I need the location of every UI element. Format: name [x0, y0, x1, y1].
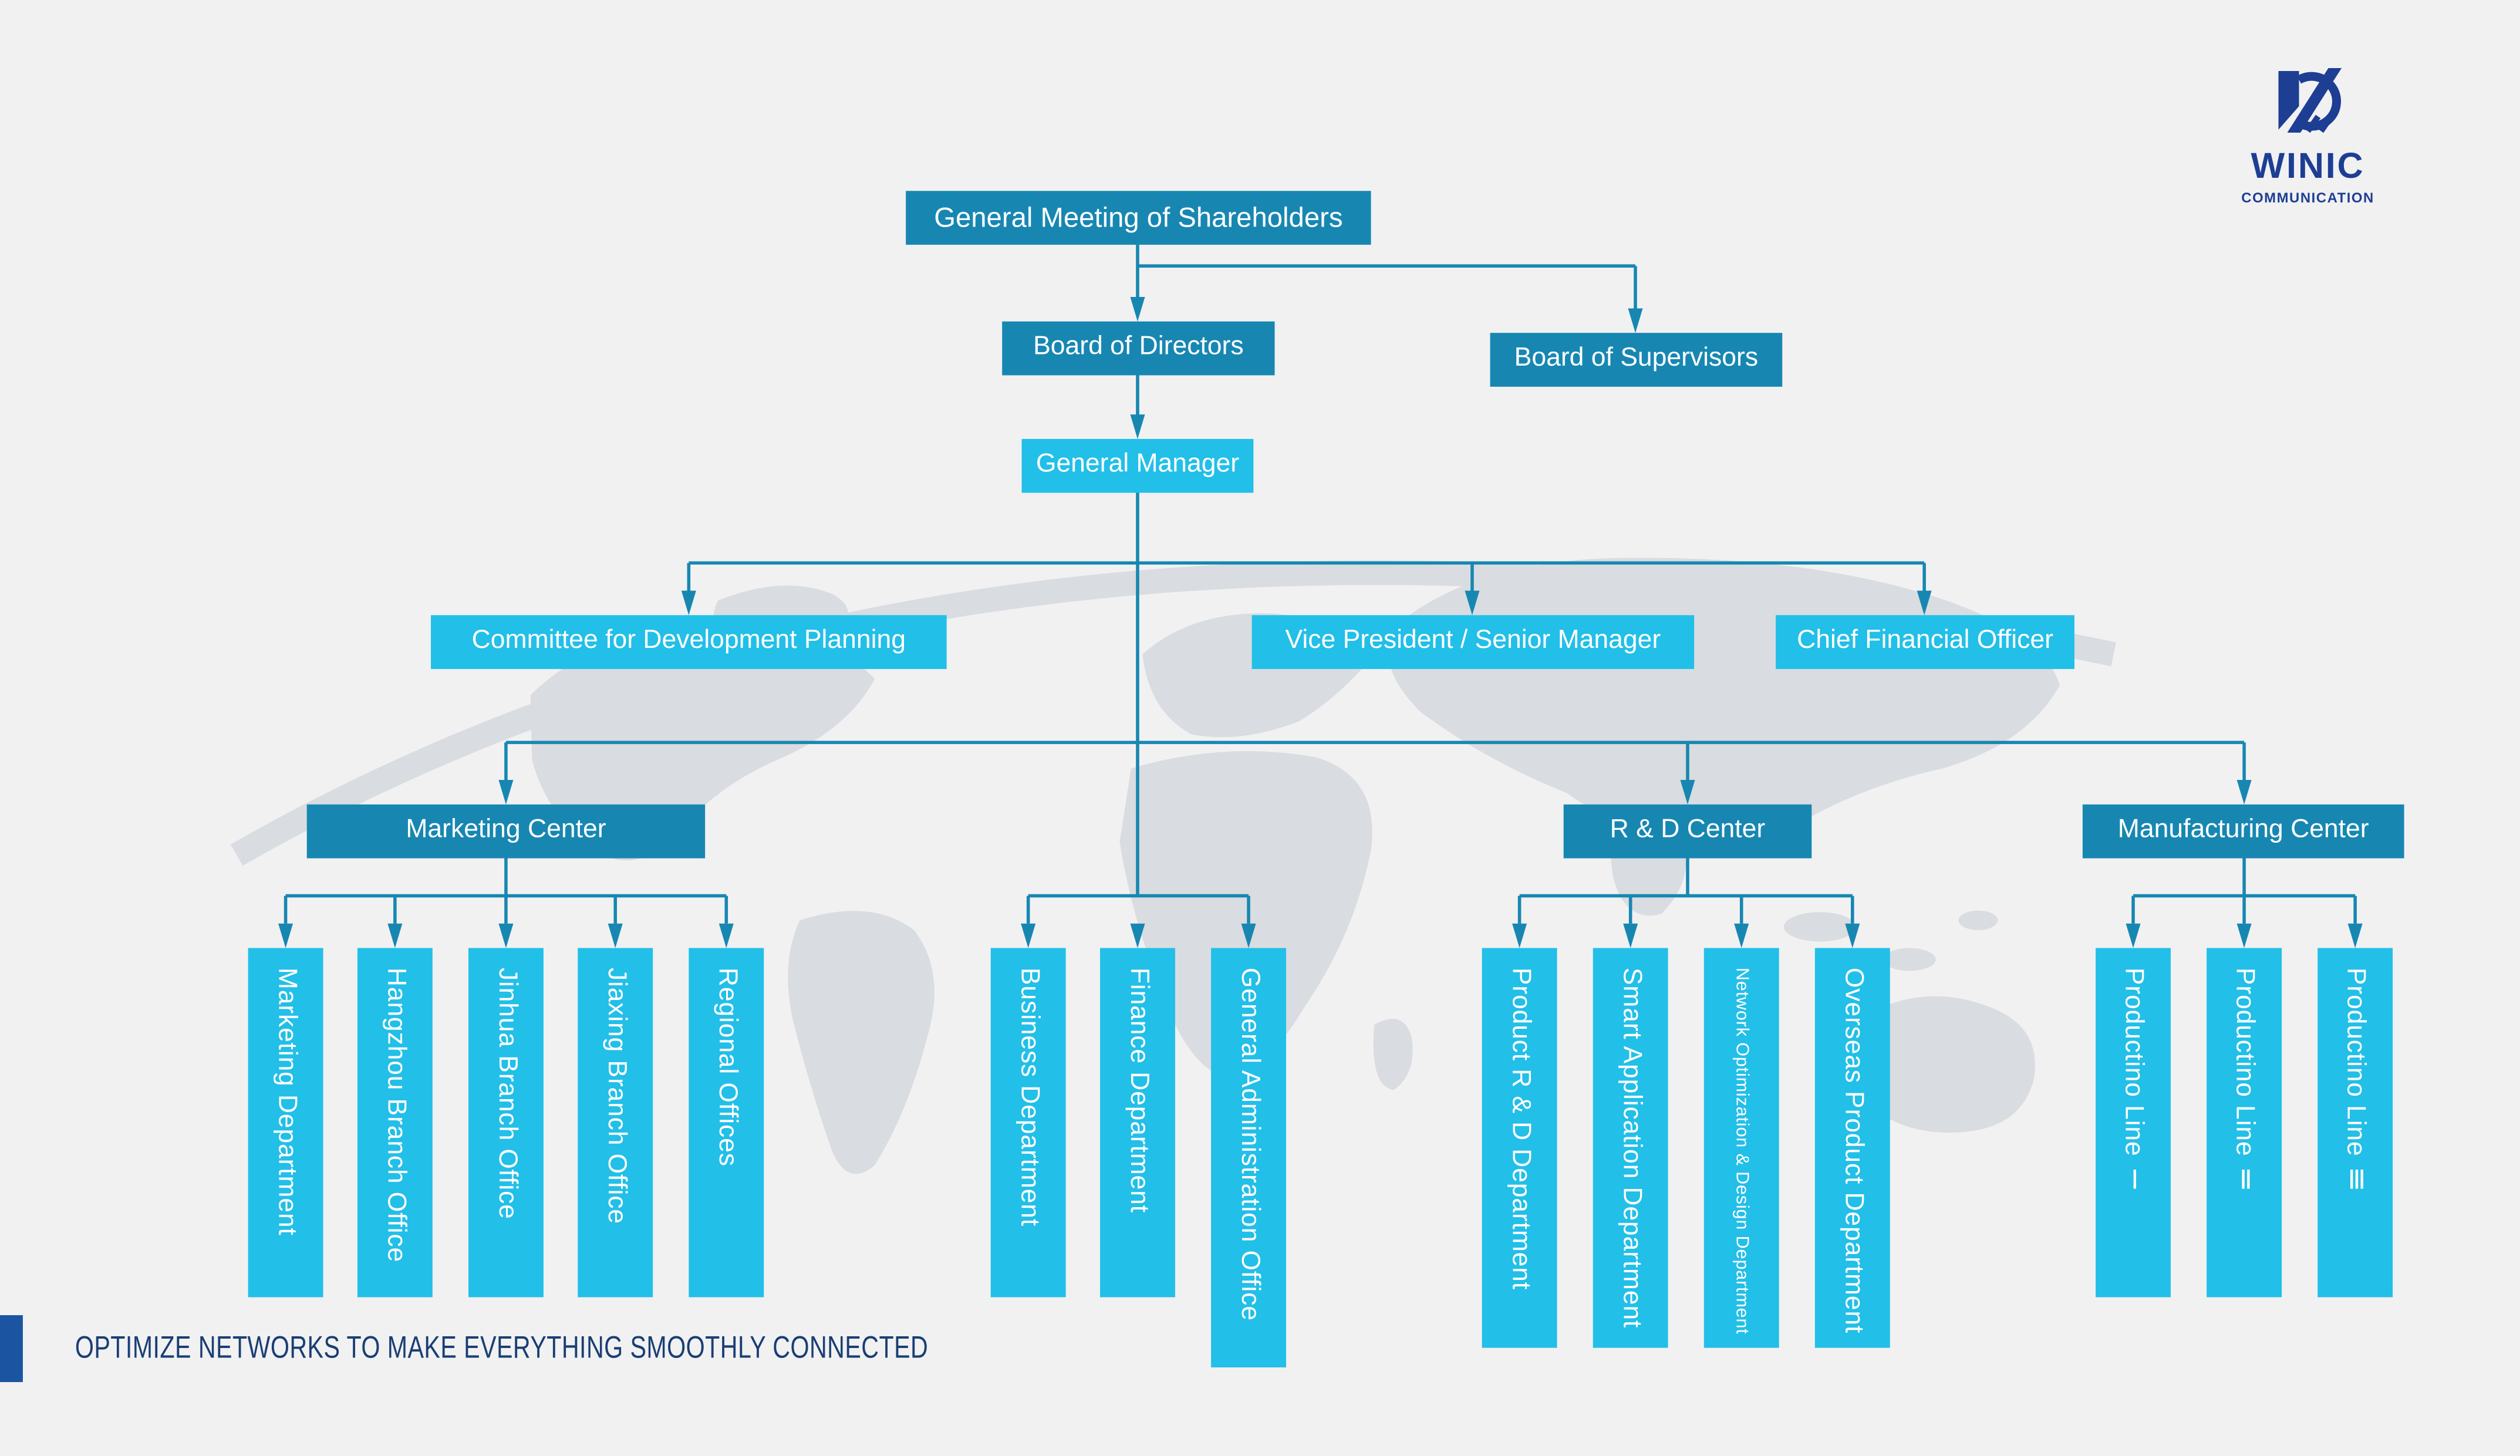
node-jinhua-branch-office: Jinhua Branch Office — [468, 948, 544, 1298]
node-business-department: Business Department — [990, 948, 1066, 1298]
node-product-rd-department: Product R & D Department — [1482, 948, 1557, 1348]
node-general-meeting-of-shareholders: General Meeting of Shareholders — [906, 191, 1371, 245]
node-label: Productino Line Ⅲ — [2341, 967, 2369, 1196]
node-production-line-3: Productino Line Ⅲ — [2317, 948, 2393, 1298]
node-committee-for-development-planning: Committee for Development Planning — [431, 615, 947, 669]
node-label: Jiaxing Branch Office — [602, 967, 630, 1224]
arrow-down-icons — [278, 297, 2363, 948]
node-label: Jinhua Branch Office — [492, 967, 521, 1219]
node-marketing-department: Marketing Department — [248, 948, 323, 1298]
node-general-manager: General Manager — [1021, 438, 1254, 493]
node-chief-financial-officer: Chief Financial Officer — [1776, 615, 2074, 669]
tagline-text: OPTIMIZE NETWORKS TO MAKE EVERYTHING SMO… — [75, 1330, 929, 1365]
node-finance-department: Finance Department — [1100, 948, 1175, 1298]
node-board-of-directors: Board of Directors — [1002, 321, 1275, 376]
node-network-optimization-design-department: Network Optimization & Design Department — [1703, 948, 1779, 1348]
node-regional-offices: Regional Offices — [689, 948, 764, 1298]
node-marketing-center: Marketing Center — [306, 804, 706, 859]
node-overseas-product-department: Overseas Product Department — [1814, 948, 1890, 1348]
node-label: Business Department — [1015, 967, 1043, 1227]
node-label: Marketing Department — [272, 967, 301, 1236]
node-production-line-1: Productino Line Ⅰ — [2096, 948, 2171, 1298]
node-label: Regional Offices — [713, 967, 741, 1167]
logo-company-subtitle: COMMUNICATION — [2241, 189, 2374, 206]
node-general-administration-office: General Administration Office — [1211, 948, 1286, 1368]
node-label: Smart Application Department — [1617, 967, 1645, 1329]
node-jiaxing-branch-office: Jiaxing Branch Office — [578, 948, 653, 1298]
node-label: Finance Department — [1124, 967, 1152, 1213]
node-board-of-supervisors: Board of Supervisors — [1490, 333, 1783, 387]
tagline-accent-square — [0, 1315, 23, 1383]
company-logo: WINIC COMMUNICATION — [2217, 62, 2399, 206]
node-label: General Administration Office — [1235, 967, 1264, 1321]
node-manufacturing-center: Manufacturing Center — [2082, 804, 2404, 859]
node-smart-application-department: Smart Application Department — [1593, 948, 1668, 1348]
node-label: Network Optimization & Design Department — [1732, 967, 1752, 1335]
node-rd-center: R & D Center — [1563, 804, 1812, 859]
node-hangzhou-branch-office: Hangzhou Branch Office — [357, 948, 433, 1298]
node-label: Hangzhou Branch Office — [382, 967, 410, 1263]
winic-logo-icon — [2278, 67, 2342, 133]
node-label: Overseas Product Department — [1839, 967, 1867, 1334]
node-production-line-2: Productino Line Ⅱ — [2207, 948, 2282, 1298]
node-label: Productino Line Ⅱ — [2230, 967, 2258, 1196]
node-label: Productino Line Ⅰ — [2119, 967, 2147, 1196]
node-label: Product R & D Department — [1506, 967, 1534, 1290]
node-vice-president-senior-manager: Vice President / Senior Manager — [1251, 615, 1695, 669]
logo-company-name: WINIC — [2251, 145, 2365, 186]
